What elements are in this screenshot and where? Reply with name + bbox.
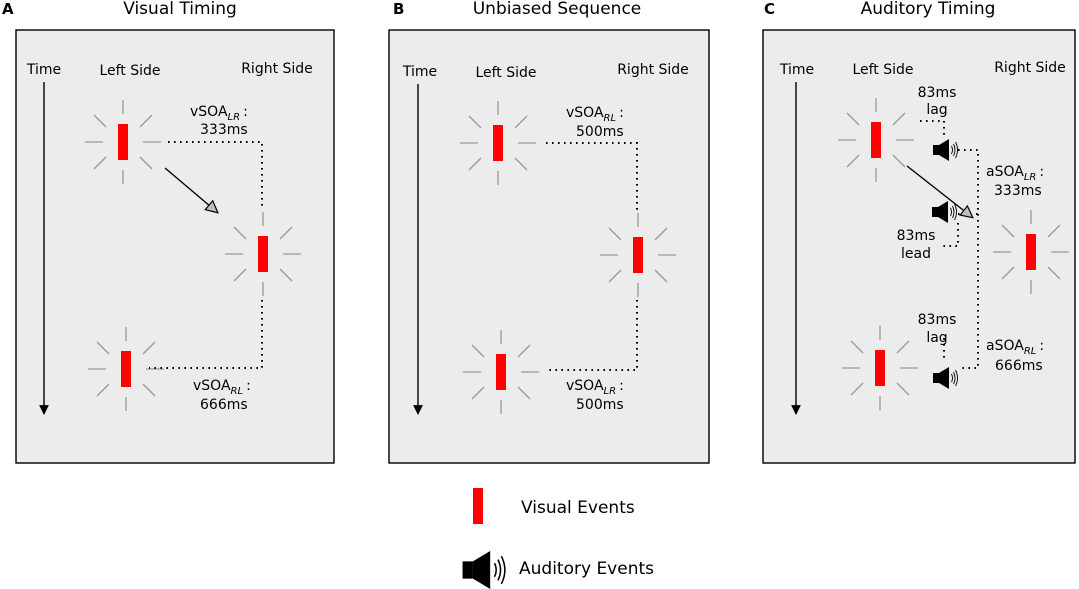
soa-connector-top [168, 141, 263, 210]
panel-c: C Auditory Timing Time Left Side Right S… [762, 0, 1076, 464]
soa-bottom-label: vSOARL: [193, 378, 251, 397]
lag-top-word: lag [926, 102, 947, 118]
visual-event-swatch [473, 488, 483, 524]
panel-title: Visual Timing [123, 0, 237, 19]
lead-value: 83ms [897, 228, 936, 244]
panel-title: Auditory Timing [861, 0, 996, 19]
legend-visual-label: Visual Events [521, 498, 635, 518]
panel-b: B Unbiased Sequence Time Left Side Right… [388, 0, 710, 464]
lag-top-value: 83ms [918, 85, 957, 101]
left-side-label: Left Side [99, 63, 160, 79]
time-label: Time [26, 62, 61, 78]
soa-top-value: 333ms [994, 183, 1042, 199]
left-side-label: Left Side [852, 62, 913, 78]
right-side-label: Right Side [994, 60, 1066, 76]
left-side-label: Left Side [475, 65, 536, 81]
panel-box [762, 29, 1076, 464]
panel-letter: A [2, 0, 14, 18]
soa-top-label: vSOALR: [190, 104, 248, 123]
soa-top-value: 333ms [200, 122, 248, 138]
time-label: Time [402, 64, 437, 80]
soa-bottom-value: 666ms [995, 358, 1043, 374]
panel-letter: C [764, 0, 775, 18]
lag-bottom-value: 83ms [918, 312, 957, 328]
soa-bottom-label: vSOALR: [566, 378, 624, 397]
motion-arrow [906, 165, 972, 217]
right-side-label: Right Side [617, 62, 689, 78]
soa-bottom-label: aSOARL: [986, 338, 1044, 357]
lag-top-bracket [920, 120, 945, 138]
lag-bottom-word: lag [926, 330, 947, 346]
soa-connector-top [546, 142, 638, 211]
panel-title: Unbiased Sequence [473, 0, 642, 19]
lead-word: lead [901, 246, 931, 262]
right-side-label: Right Side [241, 61, 313, 77]
legend: Visual Events Auditory Events [461, 488, 654, 589]
speaker-icon [461, 551, 506, 589]
legend-auditory-label: Auditory Events [519, 559, 654, 579]
panel-box [15, 29, 335, 464]
soa-bottom-value: 666ms [200, 397, 248, 413]
panel-a: A Visual Timing Time Left Side Right Sid… [2, 0, 335, 464]
time-label: Time [779, 62, 814, 78]
panel-box [388, 29, 710, 464]
panel-letter: B [393, 0, 404, 18]
soa-bottom-value: 500ms [576, 397, 624, 413]
motion-arrow [164, 167, 217, 212]
soa-top-label: vSOARL: [566, 105, 624, 124]
soa-top-label: aSOALR: [986, 164, 1044, 183]
soa-top-value: 500ms [576, 124, 624, 140]
